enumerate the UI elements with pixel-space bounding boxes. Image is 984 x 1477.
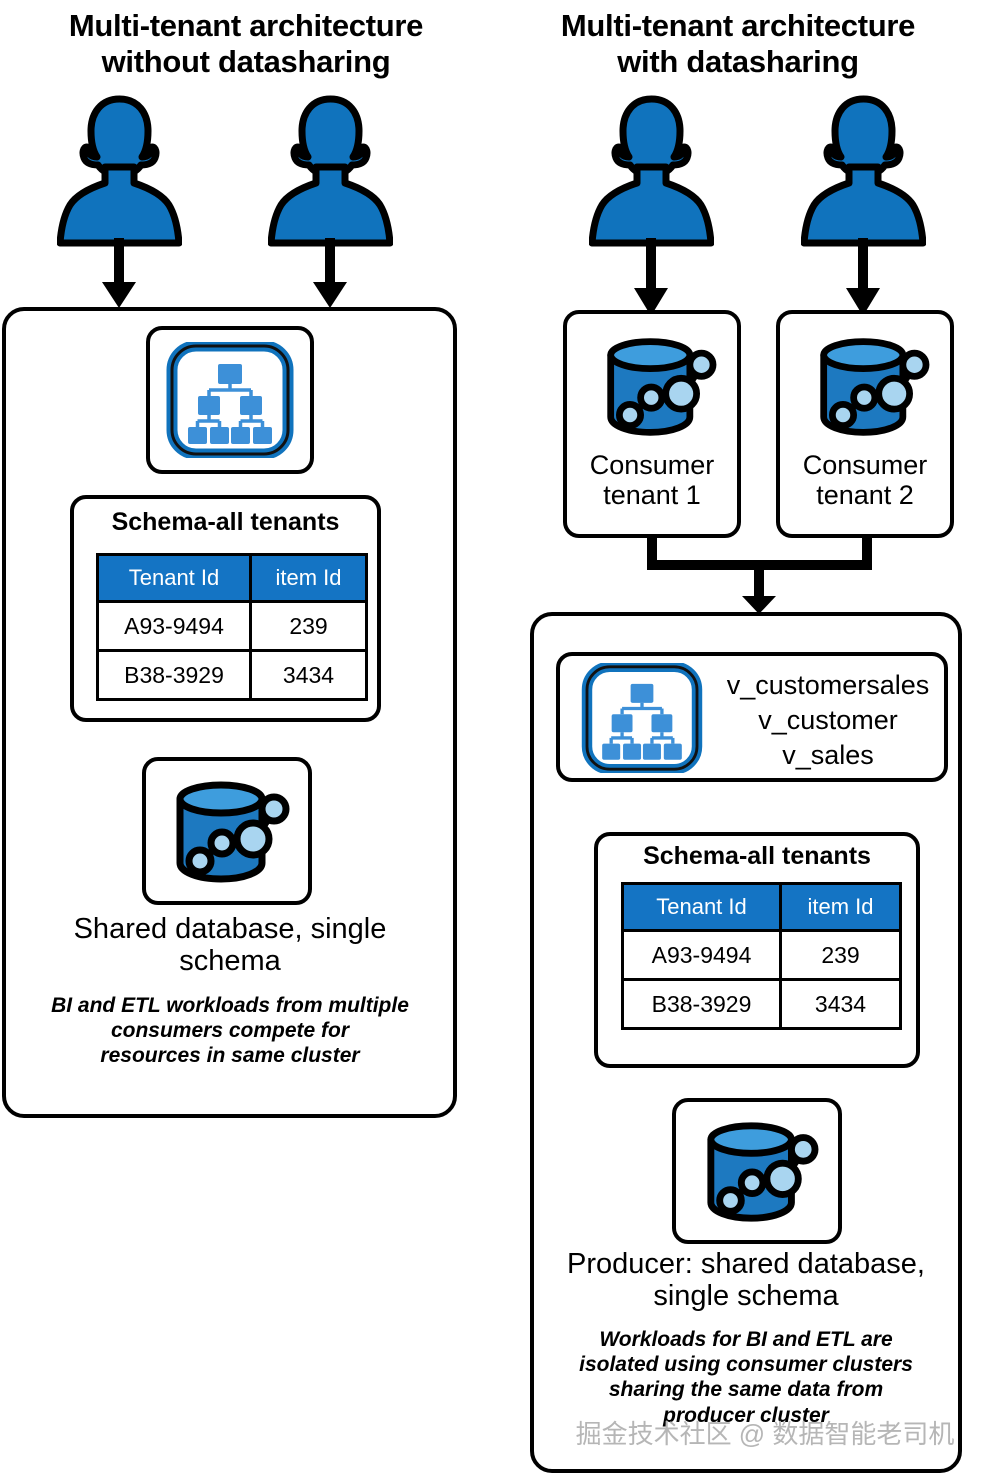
left-panel-title: Multi-tenant architecture without datash…: [0, 8, 492, 81]
schema-hierarchy-icon: [166, 342, 294, 458]
view-names-list: v_customersales v_customer v_sales: [726, 670, 930, 771]
table-row: B38-3929 3434: [96, 649, 368, 701]
column-header-item-id: item Id: [779, 882, 902, 932]
arrow-left-tenant-1-to-cluster: [100, 238, 138, 310]
arrow-right-tenant-1-to-consumer-1: [632, 238, 670, 318]
person-icon-left-tenant-2: [268, 95, 393, 247]
left-table-title: Schema-all tenants: [111, 508, 340, 536]
arrow-left-tenant-2-to-cluster: [311, 238, 349, 310]
table-row: A93-9494 239: [621, 929, 902, 981]
database-analytics-icon: [595, 330, 721, 442]
cell-item-id: 239: [249, 600, 368, 652]
person-icon-left-tenant-1: [57, 95, 182, 247]
table-header-row: Tenant Id item Id: [621, 882, 902, 932]
consumer-tenant-1-label: Consumer tenant 1: [589, 450, 715, 511]
table-row: A93-9494 239: [96, 600, 368, 652]
table-header-row: Tenant Id item Id: [96, 553, 368, 603]
left-caption-main: Shared database, single schema: [73, 913, 387, 978]
consumers-to-producer-connector: [630, 536, 890, 616]
right-table-title: Schema-all tenants: [643, 842, 871, 870]
column-header-tenant-id: Tenant Id: [96, 553, 252, 603]
person-icon-right-tenant-2: [801, 95, 926, 247]
right-title-line-2: with datasharing: [617, 44, 859, 80]
left-schema-table: Tenant Id item Id A93-9494 239 B38-3929 …: [96, 553, 368, 701]
cell-item-id: 3434: [779, 978, 902, 1030]
consumer-tenant-2-label: Consumer tenant 2: [802, 450, 928, 511]
right-panel-title: Multi-tenant architecture with datashari…: [492, 8, 984, 81]
column-header-item-id: item Id: [249, 553, 368, 603]
arrow-right-tenant-2-to-consumer-2: [844, 238, 882, 318]
right-caption-sub: Workloads for BI and ETL are isolated us…: [579, 1328, 913, 1427]
left-title-line-1: Multi-tenant architecture: [68, 8, 424, 43]
database-analytics-icon: [808, 330, 934, 442]
cell-tenant-id: A93-9494: [621, 929, 782, 981]
cell-tenant-id: A93-9494: [96, 600, 252, 652]
database-analytics-icon: [166, 773, 292, 889]
cell-tenant-id: B38-3929: [621, 978, 782, 1030]
left-title-line-2: without datasharing: [101, 44, 391, 80]
right-caption-main: Producer: shared database, single schema: [567, 1248, 925, 1313]
column-header-tenant-id: Tenant Id: [621, 882, 782, 932]
cell-item-id: 3434: [249, 649, 368, 701]
database-analytics-icon: [696, 1114, 822, 1228]
person-icon-right-tenant-1: [589, 95, 714, 247]
cell-item-id: 239: [779, 929, 902, 981]
schema-hierarchy-icon: [578, 663, 706, 773]
consumer-tenant-1-box[interactable]: Consumer tenant 1: [563, 310, 741, 538]
left-caption-sub: BI and ETL workloads from multiple consu…: [51, 994, 409, 1068]
right-title-line-1: Multi-tenant architecture: [560, 8, 916, 43]
consumer-tenant-2-box[interactable]: Consumer tenant 2: [776, 310, 954, 538]
right-schema-table: Tenant Id item Id A93-9494 239 B38-3929 …: [621, 882, 902, 1030]
cell-tenant-id: B38-3929: [96, 649, 252, 701]
table-row: B38-3929 3434: [621, 978, 902, 1030]
